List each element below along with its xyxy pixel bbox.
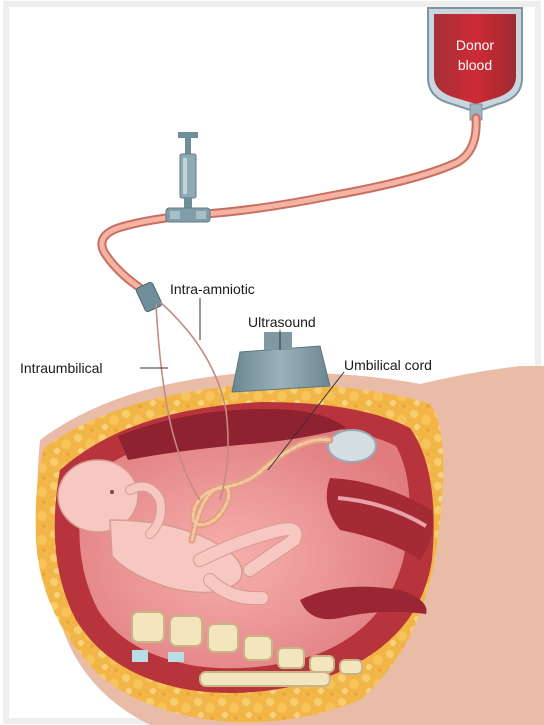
donor-blood-label-line2: blood <box>458 57 492 73</box>
label-intra-amniotic: Intra-amniotic <box>170 281 255 297</box>
fetus-eye <box>110 490 114 494</box>
bladder <box>328 430 376 462</box>
donor-blood-label-line1: Donor <box>456 37 494 53</box>
label-umbilical-cord: Umbilical cord <box>344 357 432 373</box>
label-intraumbilical: Intraumbilical <box>20 360 102 376</box>
label-ultrasound: Ultrasound <box>248 314 316 330</box>
